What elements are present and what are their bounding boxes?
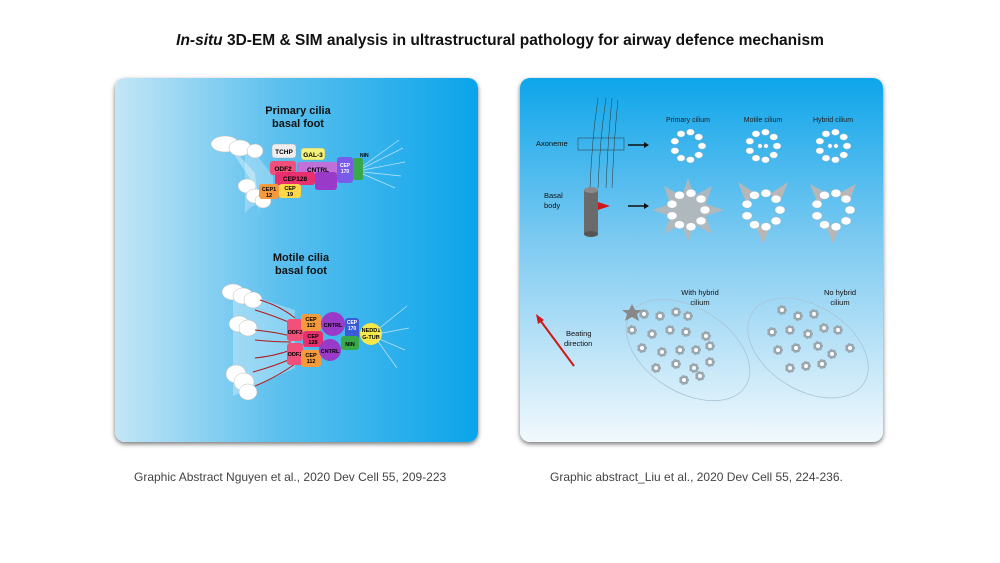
caption-left: Graphic Abstract Nguyen et al., 2020 Dev… [134, 470, 446, 484]
left-graphic-abstract: Primary cilia basal foot TCHP GAL-3 ODF2… [115, 78, 478, 442]
title-italic: In-situ [176, 32, 223, 49]
with-hybrid-cell-outline [608, 278, 768, 421]
svg-text:ODF2: ODF2 [274, 166, 292, 173]
svg-text:128: 128 [308, 340, 317, 346]
beating-label-1: Beating [566, 329, 591, 338]
motile-cilia-title: Motile cilia [273, 252, 330, 264]
basal-label-1: Basal [544, 191, 563, 200]
primary-protein-complex: TCHP GAL-3 ODF2 CNTRL CEP128 CEP1 12 CEP… [259, 144, 369, 199]
basal-label-2: body [544, 201, 561, 210]
svg-text:12: 12 [266, 193, 272, 199]
motile-protein-complex: ODF2 CEP 112 CEP 128 CNTRL CEP 170 NEDD1… [287, 312, 382, 367]
svg-text:NIN: NIN [360, 153, 369, 159]
with-hybrid-label-1: With hybrid [681, 288, 719, 297]
primary-basal-star [652, 178, 724, 242]
with-hybrid-label-2: cilium [690, 298, 709, 307]
col-hybrid-cilium: Hybrid cilium [813, 117, 853, 124]
svg-text:CNTRL: CNTRL [324, 323, 343, 329]
slide-title: In-situ 3D-EM & SIM analysis in ultrastr… [0, 32, 1000, 50]
svg-text:112: 112 [307, 323, 316, 329]
motile-basal-foot-title: basal foot [275, 265, 327, 277]
beating-label-2: direction [564, 339, 592, 348]
svg-text:CNTRL: CNTRL [321, 349, 340, 355]
svg-text:112: 112 [307, 359, 316, 365]
svg-text:TCHP: TCHP [275, 149, 293, 156]
svg-text:ODF2: ODF2 [288, 330, 303, 336]
svg-text:GAL-3: GAL-3 [303, 152, 323, 159]
svg-text:170: 170 [348, 326, 357, 332]
primary-cilia-title: Primary cilia [265, 105, 331, 117]
basal-body-cylinder [584, 187, 610, 237]
svg-text:19: 19 [287, 192, 293, 198]
primary-fibers [363, 140, 405, 188]
col-primary-cilium: Primary cilium [666, 117, 710, 124]
svg-text:170: 170 [341, 169, 350, 175]
axoneme-label: Axoneme [536, 139, 568, 148]
hybrid-star-icon [622, 304, 642, 321]
svg-text:NEDD1: NEDD1 [362, 328, 381, 334]
svg-text:NIN: NIN [345, 342, 355, 348]
right-graphic-abstract: Primary cilium Motile cilium Hybrid cili… [520, 78, 883, 442]
no-hybrid-label-1: No hybrid [824, 288, 856, 297]
title-rest: 3D-EM & SIM analysis in ultrastructural … [223, 32, 824, 49]
svg-text:CEP128: CEP128 [283, 176, 308, 183]
basal-arrow-head [644, 203, 649, 209]
axoneme-cross-sections [671, 129, 851, 163]
axoneme-sketch [578, 98, 624, 188]
axoneme-arrow-head [644, 142, 649, 148]
motile-fibers [377, 306, 409, 368]
no-hybrid-cell-outline [730, 277, 883, 418]
primary-basal-foot-title: basal foot [272, 118, 324, 130]
col-motile-cilium: Motile cilium [744, 117, 783, 124]
caption-right: Graphic abstract_Liu et al., 2020 Dev Ce… [550, 470, 843, 484]
svg-text:ODF2: ODF2 [288, 352, 303, 358]
no-hybrid-label-2: cilium [830, 298, 849, 307]
